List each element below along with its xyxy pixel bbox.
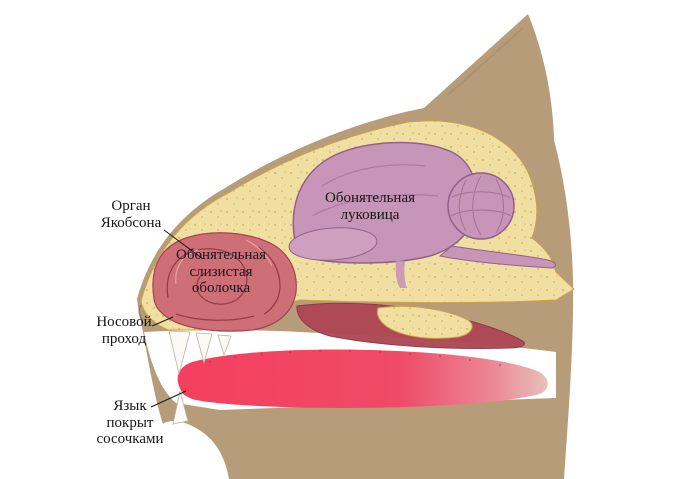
leader-lines <box>150 229 204 408</box>
teeth <box>168 330 232 425</box>
upper-canine-tooth <box>168 330 191 375</box>
leader-line-tongue <box>150 390 187 408</box>
pituitary-stalk <box>395 260 407 288</box>
brainstem <box>438 245 556 269</box>
label-nasal-passage: Носовой проход <box>96 314 152 347</box>
lower-canine-tooth <box>172 390 189 425</box>
pterygoid-bone <box>376 305 473 339</box>
cerebellum <box>447 172 515 240</box>
upper-premolar-tooth <box>217 334 232 357</box>
leader-line-nasal <box>151 316 174 327</box>
label-olfactory-bulb: Обонятельная луковица <box>324 190 415 223</box>
label-olfactory-mucosa: Обонятельная слизистая оболочка <box>175 247 266 296</box>
gyri-lines <box>311 164 439 217</box>
papillae-dots <box>208 349 502 367</box>
cerebellum-folds <box>450 175 512 236</box>
leader-line-jacobson <box>163 229 204 260</box>
olfactory-bulb <box>288 227 378 261</box>
upper-tooth <box>195 332 213 365</box>
nostril-line <box>138 304 143 321</box>
brain <box>288 141 556 288</box>
ear-shading <box>446 27 524 97</box>
label-tongue-papillae: Язык покрыт сосочками <box>96 398 164 447</box>
tongue-shape <box>177 349 548 408</box>
label-jacobson-organ: Орган Якобсона <box>100 198 162 231</box>
